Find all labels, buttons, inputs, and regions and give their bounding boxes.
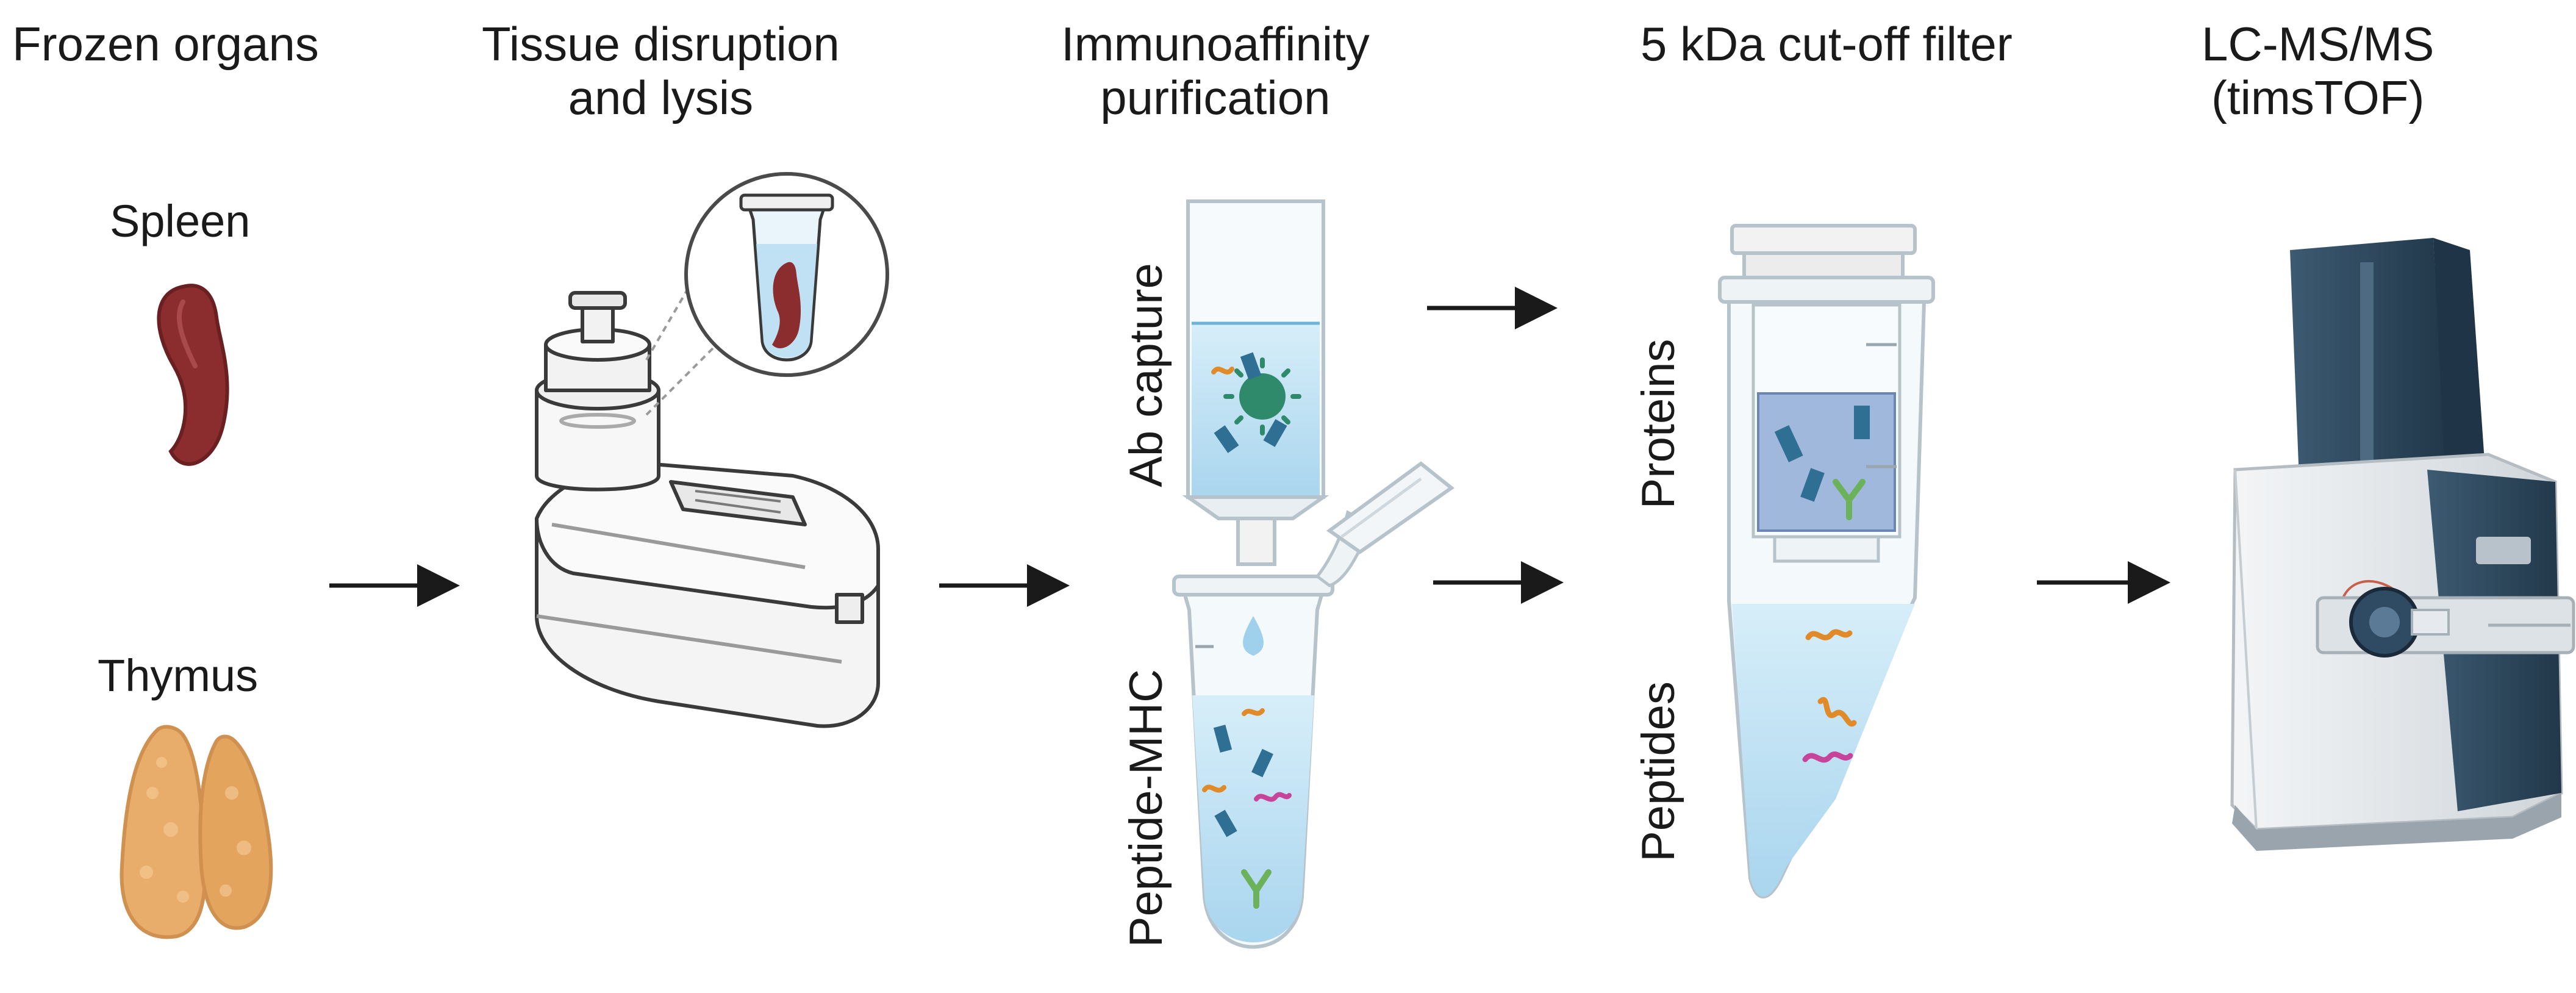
eluate-tube bbox=[1172, 461, 1455, 949]
homogenizer-device bbox=[535, 285, 880, 728]
step-title-lcms: LC-MS/MS (timsTOF) bbox=[2202, 17, 2434, 124]
mass-spectrometer bbox=[2230, 238, 2575, 851]
step-title-tissue-disruption: Tissue disruption and lysis bbox=[482, 17, 840, 124]
step-title-line: (timsTOF) bbox=[2211, 71, 2425, 124]
step-title-line: Immunoaffinity bbox=[1061, 17, 1370, 71]
spleen-organ bbox=[157, 284, 229, 466]
step-title-immunoaffinity: Immunoaffinity purification bbox=[1061, 17, 1370, 124]
step-title-line: purification bbox=[1100, 71, 1331, 124]
step-title-line: and lysis bbox=[568, 71, 754, 124]
zoom-tube-inset bbox=[684, 172, 889, 377]
filter-unit bbox=[1718, 224, 1935, 898]
step-title-cutoff-filter: 5 kDa cut-off filter bbox=[1640, 17, 2012, 71]
step-title-line: Tissue disruption bbox=[482, 17, 840, 71]
step-title-frozen-organs: Frozen organs bbox=[12, 17, 319, 71]
step-title-line: Frozen organs bbox=[12, 17, 319, 71]
spleen-label: Spleen bbox=[110, 196, 251, 246]
step-title-line: 5 kDa cut-off filter bbox=[1640, 17, 2012, 71]
thymus-organ bbox=[120, 725, 273, 939]
step-title-line: LC-MS/MS bbox=[2202, 17, 2435, 71]
capture-column bbox=[1182, 199, 1329, 566]
thymus-label: Thymus bbox=[98, 650, 259, 701]
